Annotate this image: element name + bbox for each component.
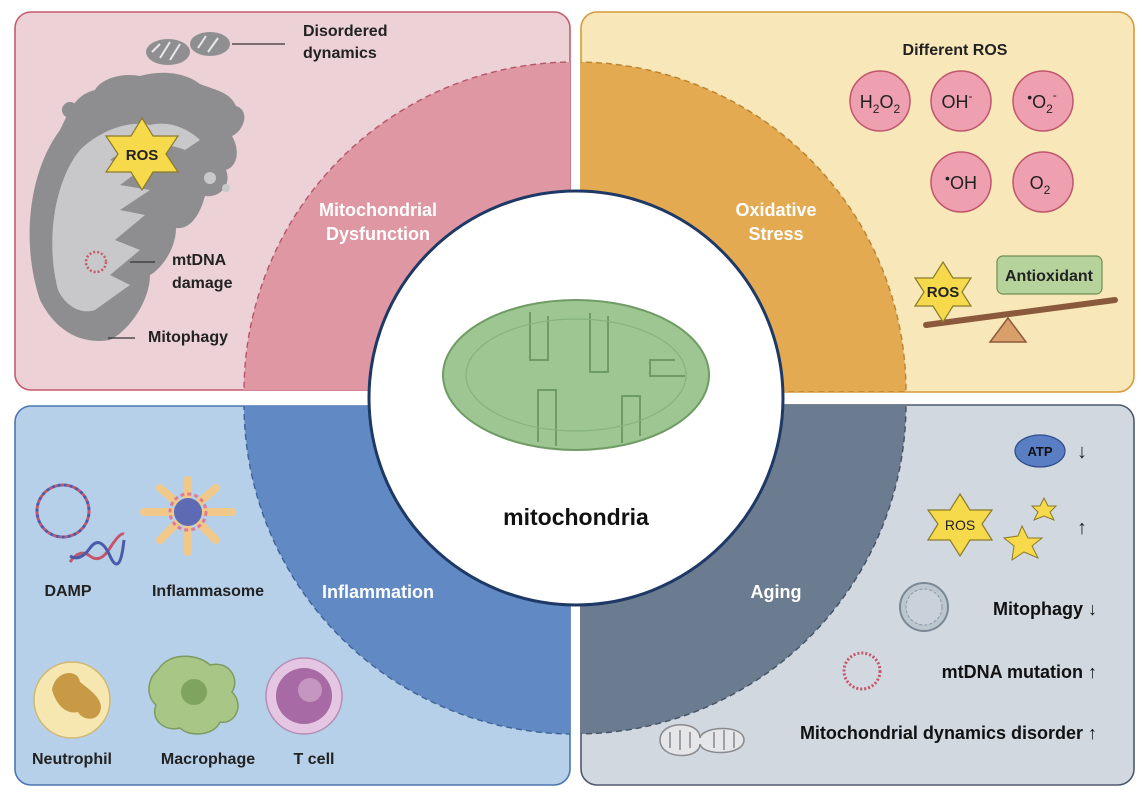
neutrophil-label: Neutrophil — [32, 751, 112, 768]
tcell-icon — [265, 657, 343, 735]
ros-species-hydroxyl-radical: •OH — [930, 151, 992, 213]
aging-title: Aging — [751, 582, 802, 602]
mitophagy-label: Mitophagy — [148, 329, 228, 346]
aging-mitophagy-label: Mitophagy ↓ — [993, 599, 1097, 619]
autophagosome-icon — [899, 582, 949, 632]
dysfunction-title-line1: Mitochondrial — [319, 200, 437, 220]
aging-dynamics-icon — [659, 724, 745, 757]
disordered-mito-icon — [146, 32, 230, 65]
neutrophil-icon — [33, 661, 111, 739]
mitochondrion-icon — [442, 299, 710, 451]
damaged-mito-icon — [29, 72, 245, 341]
center-circle: mitochondria — [367, 189, 785, 607]
ros-star-icon — [104, 116, 180, 192]
svg-text:H2O2: H2O2 — [860, 92, 901, 116]
ros-species-superoxide: •O2- — [1012, 70, 1074, 132]
aging-ros-stars-icon — [926, 492, 1058, 562]
mtdna-ring-icon — [84, 250, 108, 274]
antioxidant-label: Antioxidant — [1005, 268, 1094, 285]
ros-label: ROS — [126, 147, 159, 164]
macrophage-icon — [148, 655, 239, 735]
atp-arrow: ↓ — [1077, 441, 1087, 463]
disordered-line2: dynamics — [303, 45, 377, 62]
oxidative-title-line2: Stress — [748, 224, 803, 244]
disordered-line1: Disordered — [303, 23, 387, 40]
atp-label: ATP — [1027, 444, 1052, 459]
inflammasome-icon — [140, 476, 236, 556]
svg-text:•OH: •OH — [945, 170, 977, 193]
dynamics-disorder-label: Mitochondrial dynamics disorder ↑ — [800, 723, 1097, 743]
different-ros-heading: Different ROS — [903, 42, 1008, 59]
inflammation-title: Inflammation — [322, 582, 434, 602]
svg-text:OH-: OH- — [942, 89, 973, 112]
atp-icon — [1014, 434, 1066, 468]
mtdna-mutation-label: mtDNA mutation ↑ — [942, 662, 1097, 682]
svg-text:O2: O2 — [1030, 173, 1051, 197]
macrophage-label: Macrophage — [161, 751, 255, 768]
damp-dna-icon — [35, 483, 126, 566]
ros-species-oh-minus: OH- — [930, 70, 992, 132]
ros-up-arrow: ↑ — [1077, 517, 1087, 539]
ros-species-h2o2: H2O2 — [849, 70, 911, 132]
aging-ros-label: ROS — [945, 517, 975, 533]
aging-mtdna-icon — [842, 651, 882, 691]
mtdna-line1: mtDNA — [172, 252, 227, 269]
center-label: mitochondria — [503, 504, 649, 530]
oxidative-title-line1: Oxidative — [735, 200, 816, 220]
balance-scale-icon — [913, 255, 1118, 343]
dysfunction-title-line2: Dysfunction — [326, 224, 430, 244]
damp-label: DAMP — [44, 583, 91, 600]
mtdna-line2: damage — [172, 275, 233, 292]
balance-ros-label: ROS — [927, 284, 960, 301]
tcell-label: T cell — [294, 751, 335, 768]
svg-text:•O2-: •O2- — [1027, 88, 1057, 116]
inflammasome-label: Inflammasome — [152, 583, 264, 600]
ros-species-o2: O2 — [1012, 151, 1074, 213]
